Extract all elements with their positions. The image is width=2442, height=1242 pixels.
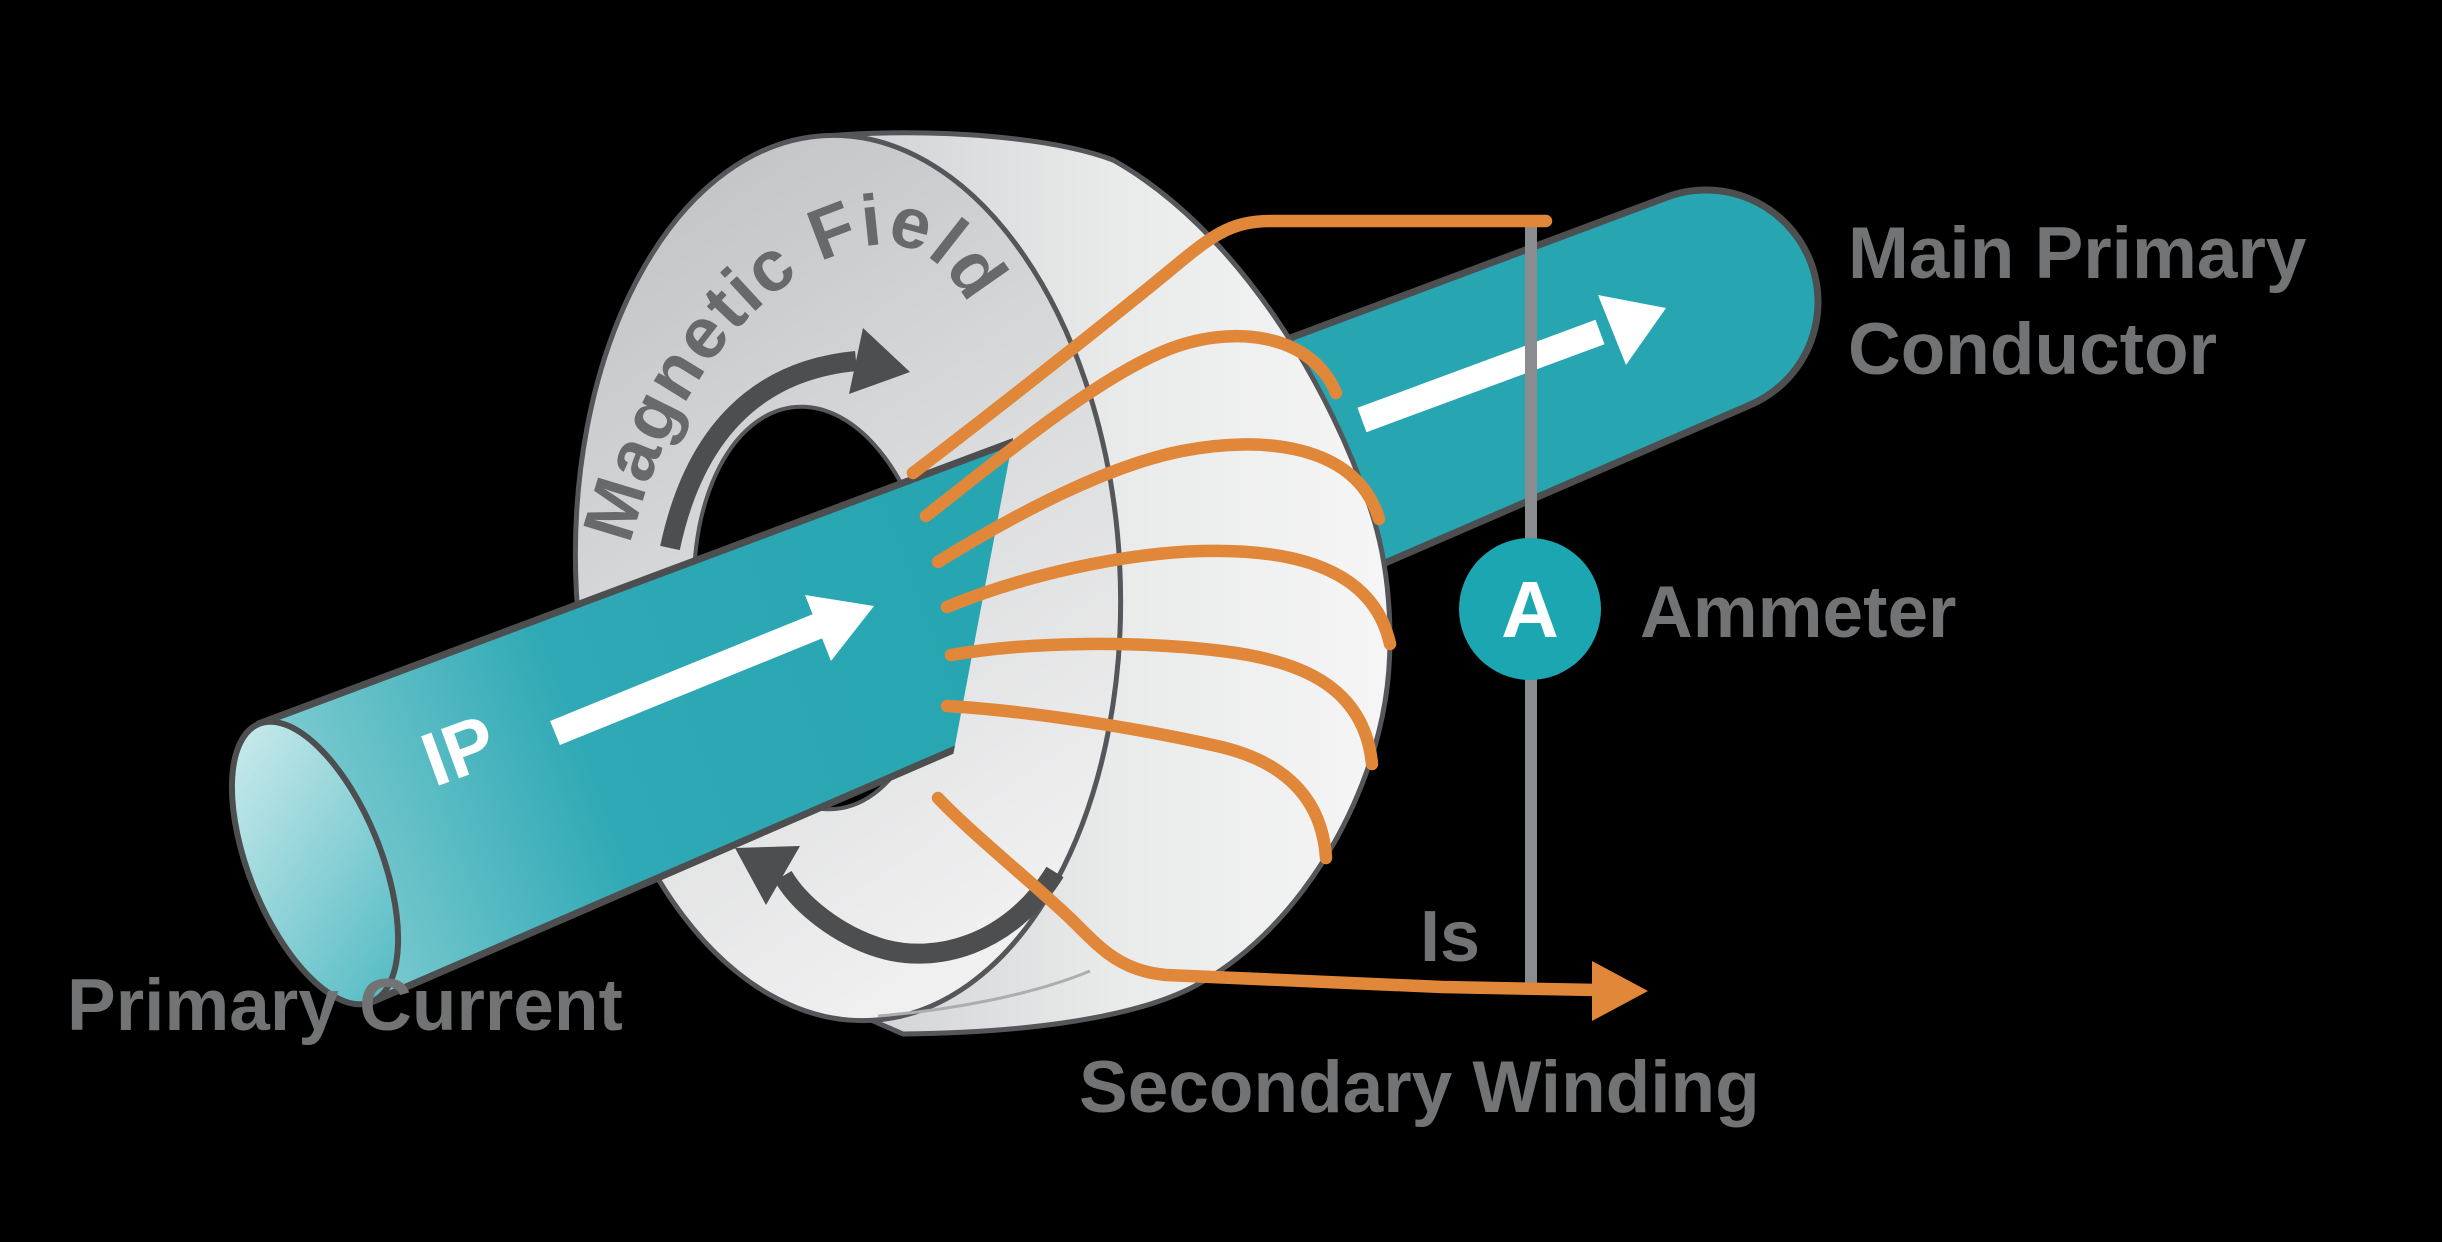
- magnetic-field-arrow-bottom: [735, 846, 1064, 964]
- ammeter-circle-icon: [1459, 538, 1601, 680]
- main-primary-conductor-label-line1: Main Primary: [1848, 213, 2307, 294]
- winding-turn-3: [931, 438, 1386, 569]
- core-back-edge-line: [877, 969, 1091, 1018]
- magnetic-field-arrow-top-head-icon: [849, 328, 910, 394]
- magnetic-field-arrow-top-arc: [660, 351, 857, 551]
- main-primary-conductor-label-line2: Conductor: [1848, 309, 2217, 390]
- secondary-current-symbol-label: Is: [1420, 897, 1480, 977]
- primary-current-arrow-head-right: [1598, 295, 1666, 365]
- winding-turn-5: [944, 637, 1379, 771]
- ammeter: A: [1459, 538, 1601, 680]
- ammeter-symbol: A: [1501, 565, 1559, 654]
- winding-turn-bottom-exit: [931, 791, 1603, 997]
- primary-current-arrow-shaft-left: [550, 611, 828, 746]
- ammeter-label: Ammeter: [1640, 572, 1956, 653]
- winding-turn-2: [919, 329, 1343, 523]
- magnetic-field-arrow-top: [660, 328, 910, 551]
- secondary-current-arrow-head-icon: [1592, 961, 1648, 1021]
- secondary-winding-wires: [906, 214, 1648, 1021]
- primary-current-arrow-head-left: [805, 595, 874, 661]
- winding-turn-6: [940, 699, 1333, 865]
- magnetic-field-arrow-bottom-head-icon: [735, 846, 800, 905]
- winding-turn-4: [940, 544, 1397, 651]
- secondary-winding-label: Secondary Winding: [1079, 1047, 1760, 1128]
- primary-conductor-end-cap: [228, 718, 402, 1008]
- winding-turn-top-exit: [906, 214, 1553, 480]
- primary-current-label: Primary Current: [67, 965, 623, 1046]
- primary-current-arrow-shaft-right: [1357, 319, 1605, 433]
- magnetic-field-arrow-bottom-arc: [774, 866, 1064, 964]
